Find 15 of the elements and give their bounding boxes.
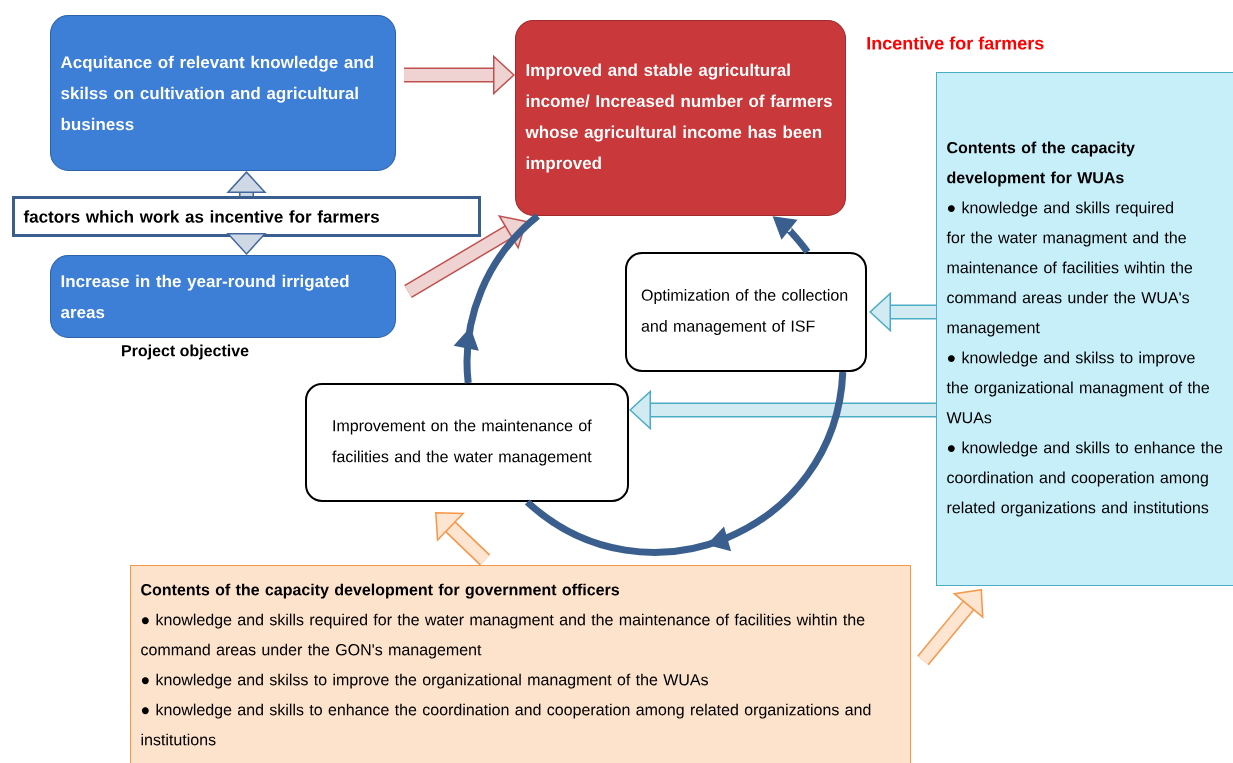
banner-box: factors which work as incentive for farmers [12, 196, 481, 237]
node-label: Project objective [122, 344, 249, 360]
info-panel: Contents of the capacity development for WUAs ● knowledge and skills required for the water managment and the maintenance of facilities wihtin the command areas under the WUA's management ● knowledge and skilss to improve the organizational managment of the WUAs ● knowledge and skills to enhance the coordination and cooperation among related organizations and institutions [936, 72, 1233, 586]
cycle-arrow [453, 213, 540, 384]
process-box: Improvement on the maintenance of facilities and the water management [305, 383, 629, 502]
info-panel: Contents of the capacity development for government officers ● knowledge and skills required for the water managment and the maintenance of facilities wihtin the command areas under the GON's management ● knowledge and skilss to improve the organizational managment of the WUAs ● knowledge and skills to enhance the coordination and cooperation among related organizations and institutions [130, 565, 911, 763]
goal-box: Increase in the year-round irrigated areas [50, 255, 396, 338]
cycle-arrow [525, 371, 847, 556]
goal-box: Acquitance of relevant knowledge and skilss on cultivation and agricultural business [50, 15, 396, 171]
block-arrow [435, 512, 491, 566]
block-arrow [917, 589, 984, 666]
process-box: Optimization of the collection and management of ISF [625, 252, 867, 372]
result-box: Improved and stable agricultural income/ Increased number of farmers whose agricultural income has been improved [515, 20, 846, 216]
node-label: Incentive for farmers [867, 36, 1044, 50]
block-arrow [404, 214, 527, 298]
